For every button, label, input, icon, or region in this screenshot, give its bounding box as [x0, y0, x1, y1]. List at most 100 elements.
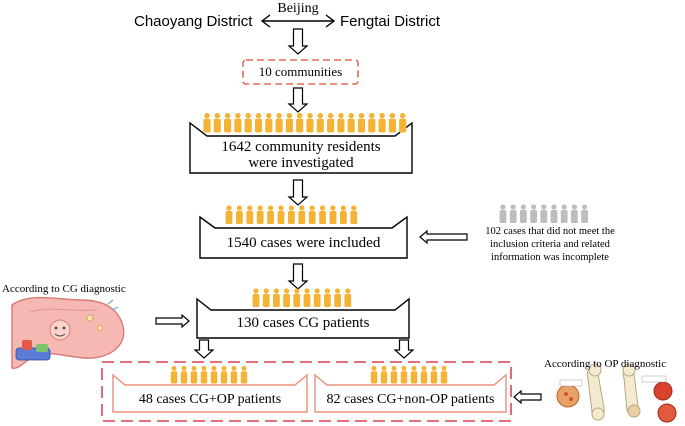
- down-arrow-icon: [287, 263, 309, 290]
- person-icon: [298, 205, 306, 224]
- person-icon: [285, 112, 293, 133]
- excluded-label: 102 cases that did not meet the inclusio…: [470, 225, 630, 264]
- included-label: 1540 cases were included: [226, 235, 381, 251]
- person-icon: [224, 112, 232, 133]
- person-icon: [254, 112, 263, 133]
- person-icon: [400, 365, 408, 384]
- person-icon: [440, 365, 448, 384]
- person-icon: [256, 205, 264, 224]
- person-icon: [550, 204, 558, 223]
- person-icon: [234, 112, 242, 133]
- person-icon: [520, 204, 527, 223]
- person-icon: [293, 288, 301, 307]
- person-icon: [275, 112, 283, 133]
- person-icon: [246, 205, 254, 224]
- person-icon: [220, 365, 228, 384]
- down-arrow-icon: [287, 179, 309, 206]
- person-icon: [430, 365, 438, 384]
- person-icon: [388, 112, 396, 133]
- person-icon: [380, 365, 388, 384]
- person-icon: [571, 204, 578, 223]
- down-arrow-icon: [193, 339, 215, 359]
- person-icon: [296, 112, 304, 133]
- person-icon: [306, 112, 314, 133]
- district-right-label: Fengtai District: [340, 13, 441, 30]
- person-icon: [368, 112, 376, 133]
- stomach-illustration: [11, 296, 125, 369]
- person-icon: [288, 205, 295, 224]
- person-icon: [329, 205, 337, 224]
- person-icon: [213, 112, 221, 133]
- person-icon: [340, 205, 347, 224]
- person-icon: [560, 204, 568, 223]
- op-diagnostic-label: According to OP diagnostic: [544, 358, 667, 370]
- cg-non-op-box: [314, 373, 507, 413]
- down-arrow-icon: [287, 28, 309, 55]
- communities-box: [242, 59, 359, 85]
- person-icon: [240, 365, 248, 384]
- horizontal-arrow-group: [155, 229, 542, 405]
- person-icon: [370, 365, 378, 384]
- investigated-line-1: 1642 community residents: [221, 139, 381, 155]
- person-icon: [509, 204, 517, 223]
- excluded-line-1: 102 cases that did not meet the: [485, 226, 615, 237]
- person-icon: [283, 288, 290, 307]
- person-icon: [540, 204, 548, 223]
- person-icon: [378, 112, 386, 133]
- included-box: [199, 215, 408, 259]
- cg-diagnostic-label: According to CG diagnostic: [2, 283, 126, 295]
- person-icon: [170, 365, 178, 384]
- district-left-label: Chaoyang District: [134, 13, 253, 30]
- down-arrow-icon: [287, 87, 309, 113]
- cg-patients-box: [196, 297, 410, 339]
- cg-op-label: 48 cases CG+OP patients: [138, 392, 282, 407]
- person-icon: [273, 288, 280, 307]
- person-icon: [324, 288, 331, 307]
- person-icon: [410, 365, 418, 384]
- cg-patients-label: 130 cases CG patients: [236, 315, 370, 331]
- excluded-line-2: inclusion criteria and related: [490, 239, 610, 250]
- left-arrow-icon: [513, 389, 542, 405]
- cg-non-op-label: 82 cases CG+non-OP patients: [326, 392, 495, 407]
- investigated-label: 1642 community residents were investigat…: [190, 139, 412, 171]
- investigated-line-2: were investigated: [248, 155, 354, 171]
- person-icon: [200, 365, 208, 384]
- arrow-group: [193, 28, 415, 359]
- person-icon: [225, 205, 233, 224]
- person-icon: [337, 112, 345, 133]
- left-arrow-icon: [419, 229, 468, 245]
- person-icon: [399, 112, 407, 133]
- person-icon: [347, 112, 355, 133]
- person-icon: [319, 205, 326, 224]
- bone-illustration: [556, 363, 677, 423]
- person-icon: [308, 205, 316, 224]
- person-icon: [252, 288, 260, 307]
- person-icon: [390, 365, 398, 384]
- person-icon: [180, 365, 188, 384]
- excluded-people-group: [499, 204, 588, 223]
- city-label: Beijing: [277, 1, 319, 16]
- communities-label: 10 communities: [258, 64, 343, 79]
- person-icon: [357, 112, 366, 133]
- person-icon: [499, 204, 507, 223]
- person-icon: [190, 365, 198, 384]
- person-icon: [236, 205, 243, 224]
- person-icon: [350, 205, 358, 224]
- double-arrow-icon: [260, 14, 336, 28]
- person-icon: [530, 204, 537, 223]
- person-icon: [316, 112, 324, 133]
- person-icon: [244, 112, 252, 133]
- person-icon: [327, 112, 335, 133]
- person-icon: [277, 205, 285, 224]
- person-icon: [203, 112, 211, 133]
- person-icon: [313, 288, 321, 307]
- person-icon: [230, 365, 238, 384]
- person-icon: [303, 288, 311, 307]
- down-arrow-icon: [393, 339, 415, 359]
- person-icon: [265, 112, 273, 133]
- person-icon: [210, 365, 218, 384]
- investigated-box: [189, 121, 413, 174]
- people-icon-group: [170, 112, 448, 384]
